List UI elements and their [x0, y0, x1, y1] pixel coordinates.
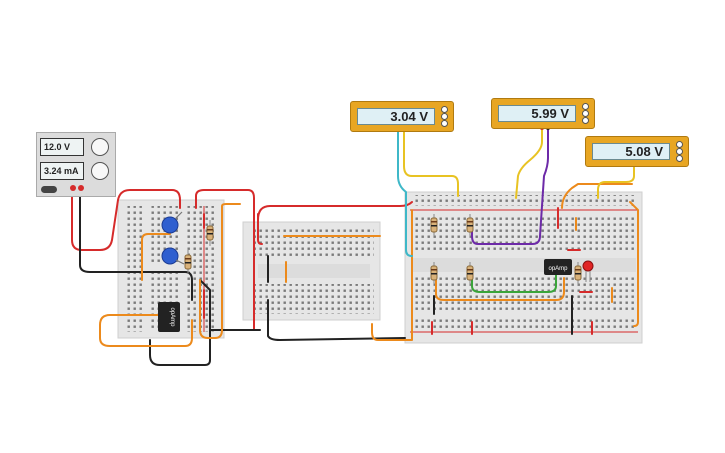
dial-icon	[675, 148, 683, 155]
dial-icon	[440, 106, 448, 113]
dial-icon	[440, 113, 448, 120]
dial-icon	[440, 120, 448, 127]
green-wire[interactable]	[471, 269, 557, 293]
black-wires[interactable]	[79, 189, 573, 366]
dial-icon	[581, 110, 589, 117]
orange-wires[interactable]	[99, 183, 639, 347]
power-supply[interactable]: 12.0 V 3.24 mA	[36, 132, 116, 197]
positive-terminal[interactable]	[70, 185, 76, 191]
dial-icon	[581, 117, 589, 124]
red-led[interactable]	[582, 260, 594, 282]
resistor-right-1[interactable]	[430, 214, 438, 236]
resistor-right-2[interactable]	[466, 214, 474, 236]
opamp-chip-right[interactable]: opAmp	[544, 259, 572, 275]
multimeter-2-reading: 5.99 V	[531, 106, 569, 121]
breadboard-right[interactable]	[404, 191, 643, 344]
negative-terminal[interactable]	[78, 185, 84, 191]
resistor-left-1[interactable]	[206, 220, 214, 246]
capacitor-2[interactable]	[161, 247, 185, 265]
multimeter-1-reading: 3.04 V	[390, 109, 428, 124]
resistor-right-3[interactable]	[430, 262, 438, 284]
purple-wire[interactable]	[471, 127, 549, 245]
opamp-right-label: opAmp	[548, 266, 568, 272]
dial-icon	[675, 155, 683, 162]
capacitor-1[interactable]	[161, 211, 183, 234]
psu-current-display: 3.24 mA	[40, 162, 84, 180]
psu-voltage-display: 12.0 V	[40, 138, 84, 156]
dial-icon	[675, 141, 683, 148]
multimeter-3[interactable]: 5.08 V	[585, 136, 689, 167]
multimeter-3-reading: 5.08 V	[625, 144, 663, 159]
multimeter-1[interactable]: 3.04 V	[350, 101, 454, 132]
opamp-chip-left[interactable]: opAmp	[158, 302, 180, 332]
resistor-right-4[interactable]	[466, 262, 474, 284]
voltage-knob[interactable]	[91, 138, 109, 156]
yellow-wires[interactable]	[403, 127, 635, 199]
red-wires[interactable]	[71, 189, 593, 335]
resistor-left-2[interactable]	[184, 250, 192, 274]
power-switch[interactable]	[41, 186, 57, 193]
resistor-right-5[interactable]	[574, 262, 582, 286]
multimeter-2[interactable]: 5.99 V	[491, 98, 595, 129]
dial-icon	[581, 103, 589, 110]
opamp-left-label: opAmp	[169, 307, 175, 327]
current-knob[interactable]	[91, 162, 109, 180]
cyan-wire[interactable]	[397, 129, 413, 257]
